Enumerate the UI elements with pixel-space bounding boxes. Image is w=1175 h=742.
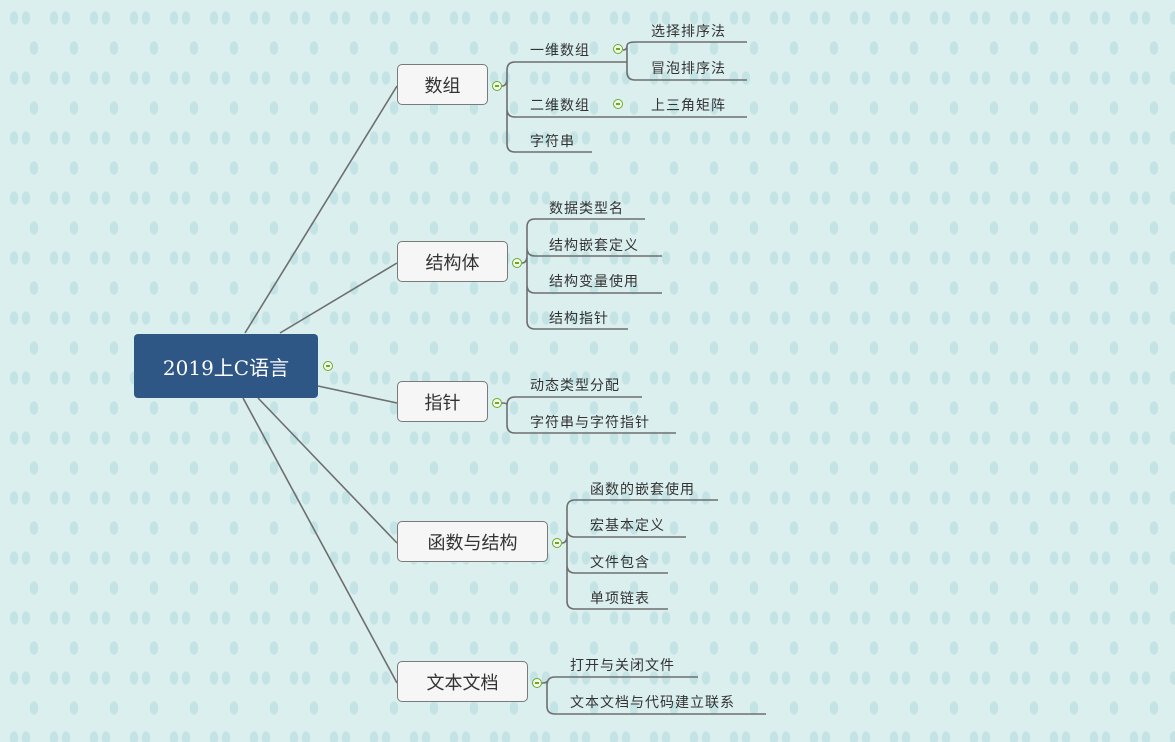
bracket-subtopic-0-0 xyxy=(622,41,747,81)
subtopic[interactable]: 文件包含 xyxy=(590,555,650,571)
collapse-topic-1-icon[interactable] xyxy=(512,258,522,268)
root-label: 2019上C语言 xyxy=(162,355,290,380)
subtopic[interactable]: 动态类型分配 xyxy=(530,378,620,394)
bracket-topic-4 xyxy=(541,676,766,715)
subtopic[interactable]: 选择排序法 xyxy=(651,24,726,40)
topic-label: 数组 xyxy=(424,75,461,97)
collapse-subtopic-0-1-icon[interactable] xyxy=(613,99,623,109)
subtopic[interactable]: 字符串与字符指针 xyxy=(530,415,650,431)
subtopic[interactable]: 字符串 xyxy=(530,134,575,150)
bracket-topic-0 xyxy=(501,61,747,153)
bracket-topic-1 xyxy=(521,218,662,330)
connector-root-topic-1 xyxy=(279,262,398,334)
subtopic[interactable]: 上三角矩阵 xyxy=(651,98,726,114)
topic-3[interactable]: 函数与结构 xyxy=(397,521,548,562)
subtopic[interactable]: 文本文档与代码建立联系 xyxy=(570,695,735,711)
topic-label: 函数与结构 xyxy=(427,532,518,554)
connector-root-topic-0 xyxy=(244,85,398,334)
subtopic[interactable]: 打开与关闭文件 xyxy=(570,658,675,674)
collapse-root-icon[interactable] xyxy=(323,361,333,371)
topic-label: 文本文档 xyxy=(426,672,499,694)
subtopic[interactable]: 一维数组 xyxy=(530,43,590,59)
subtopic[interactable]: 函数的嵌套使用 xyxy=(590,482,695,498)
root-topic[interactable]: 2019上C语言 xyxy=(134,334,318,398)
subtopic[interactable]: 结构指针 xyxy=(549,311,609,327)
connector-root-topic-3 xyxy=(257,397,398,544)
subtopic[interactable]: 数据类型名 xyxy=(549,201,624,217)
topic-0[interactable]: 数组 xyxy=(397,64,488,105)
collapse-topic-0-icon[interactable] xyxy=(492,81,502,91)
connector-root-topic-2 xyxy=(317,385,398,404)
collapse-topic-2-icon[interactable] xyxy=(492,398,502,408)
subtopic[interactable]: 宏基本定义 xyxy=(590,518,665,534)
bracket-topic-2 xyxy=(501,396,676,434)
subtopic[interactable]: 结构变量使用 xyxy=(549,274,639,290)
bracket-topic-3 xyxy=(561,499,718,610)
collapse-subtopic-0-0-icon[interactable] xyxy=(613,44,623,54)
connector-root-topic-4 xyxy=(242,397,398,684)
topic-label: 指针 xyxy=(424,392,461,414)
topic-4[interactable]: 文本文档 xyxy=(397,661,528,702)
subtopic[interactable]: 结构嵌套定义 xyxy=(549,238,639,254)
topic-label: 结构体 xyxy=(425,252,480,274)
topic-1[interactable]: 结构体 xyxy=(397,241,508,282)
collapse-topic-4-icon[interactable] xyxy=(532,678,542,688)
subtopic[interactable]: 二维数组 xyxy=(530,98,590,114)
collapse-topic-3-icon[interactable] xyxy=(552,538,562,548)
topic-2[interactable]: 指针 xyxy=(397,381,488,422)
subtopic[interactable]: 冒泡排序法 xyxy=(651,61,726,77)
subtopic[interactable]: 单项链表 xyxy=(590,591,650,607)
